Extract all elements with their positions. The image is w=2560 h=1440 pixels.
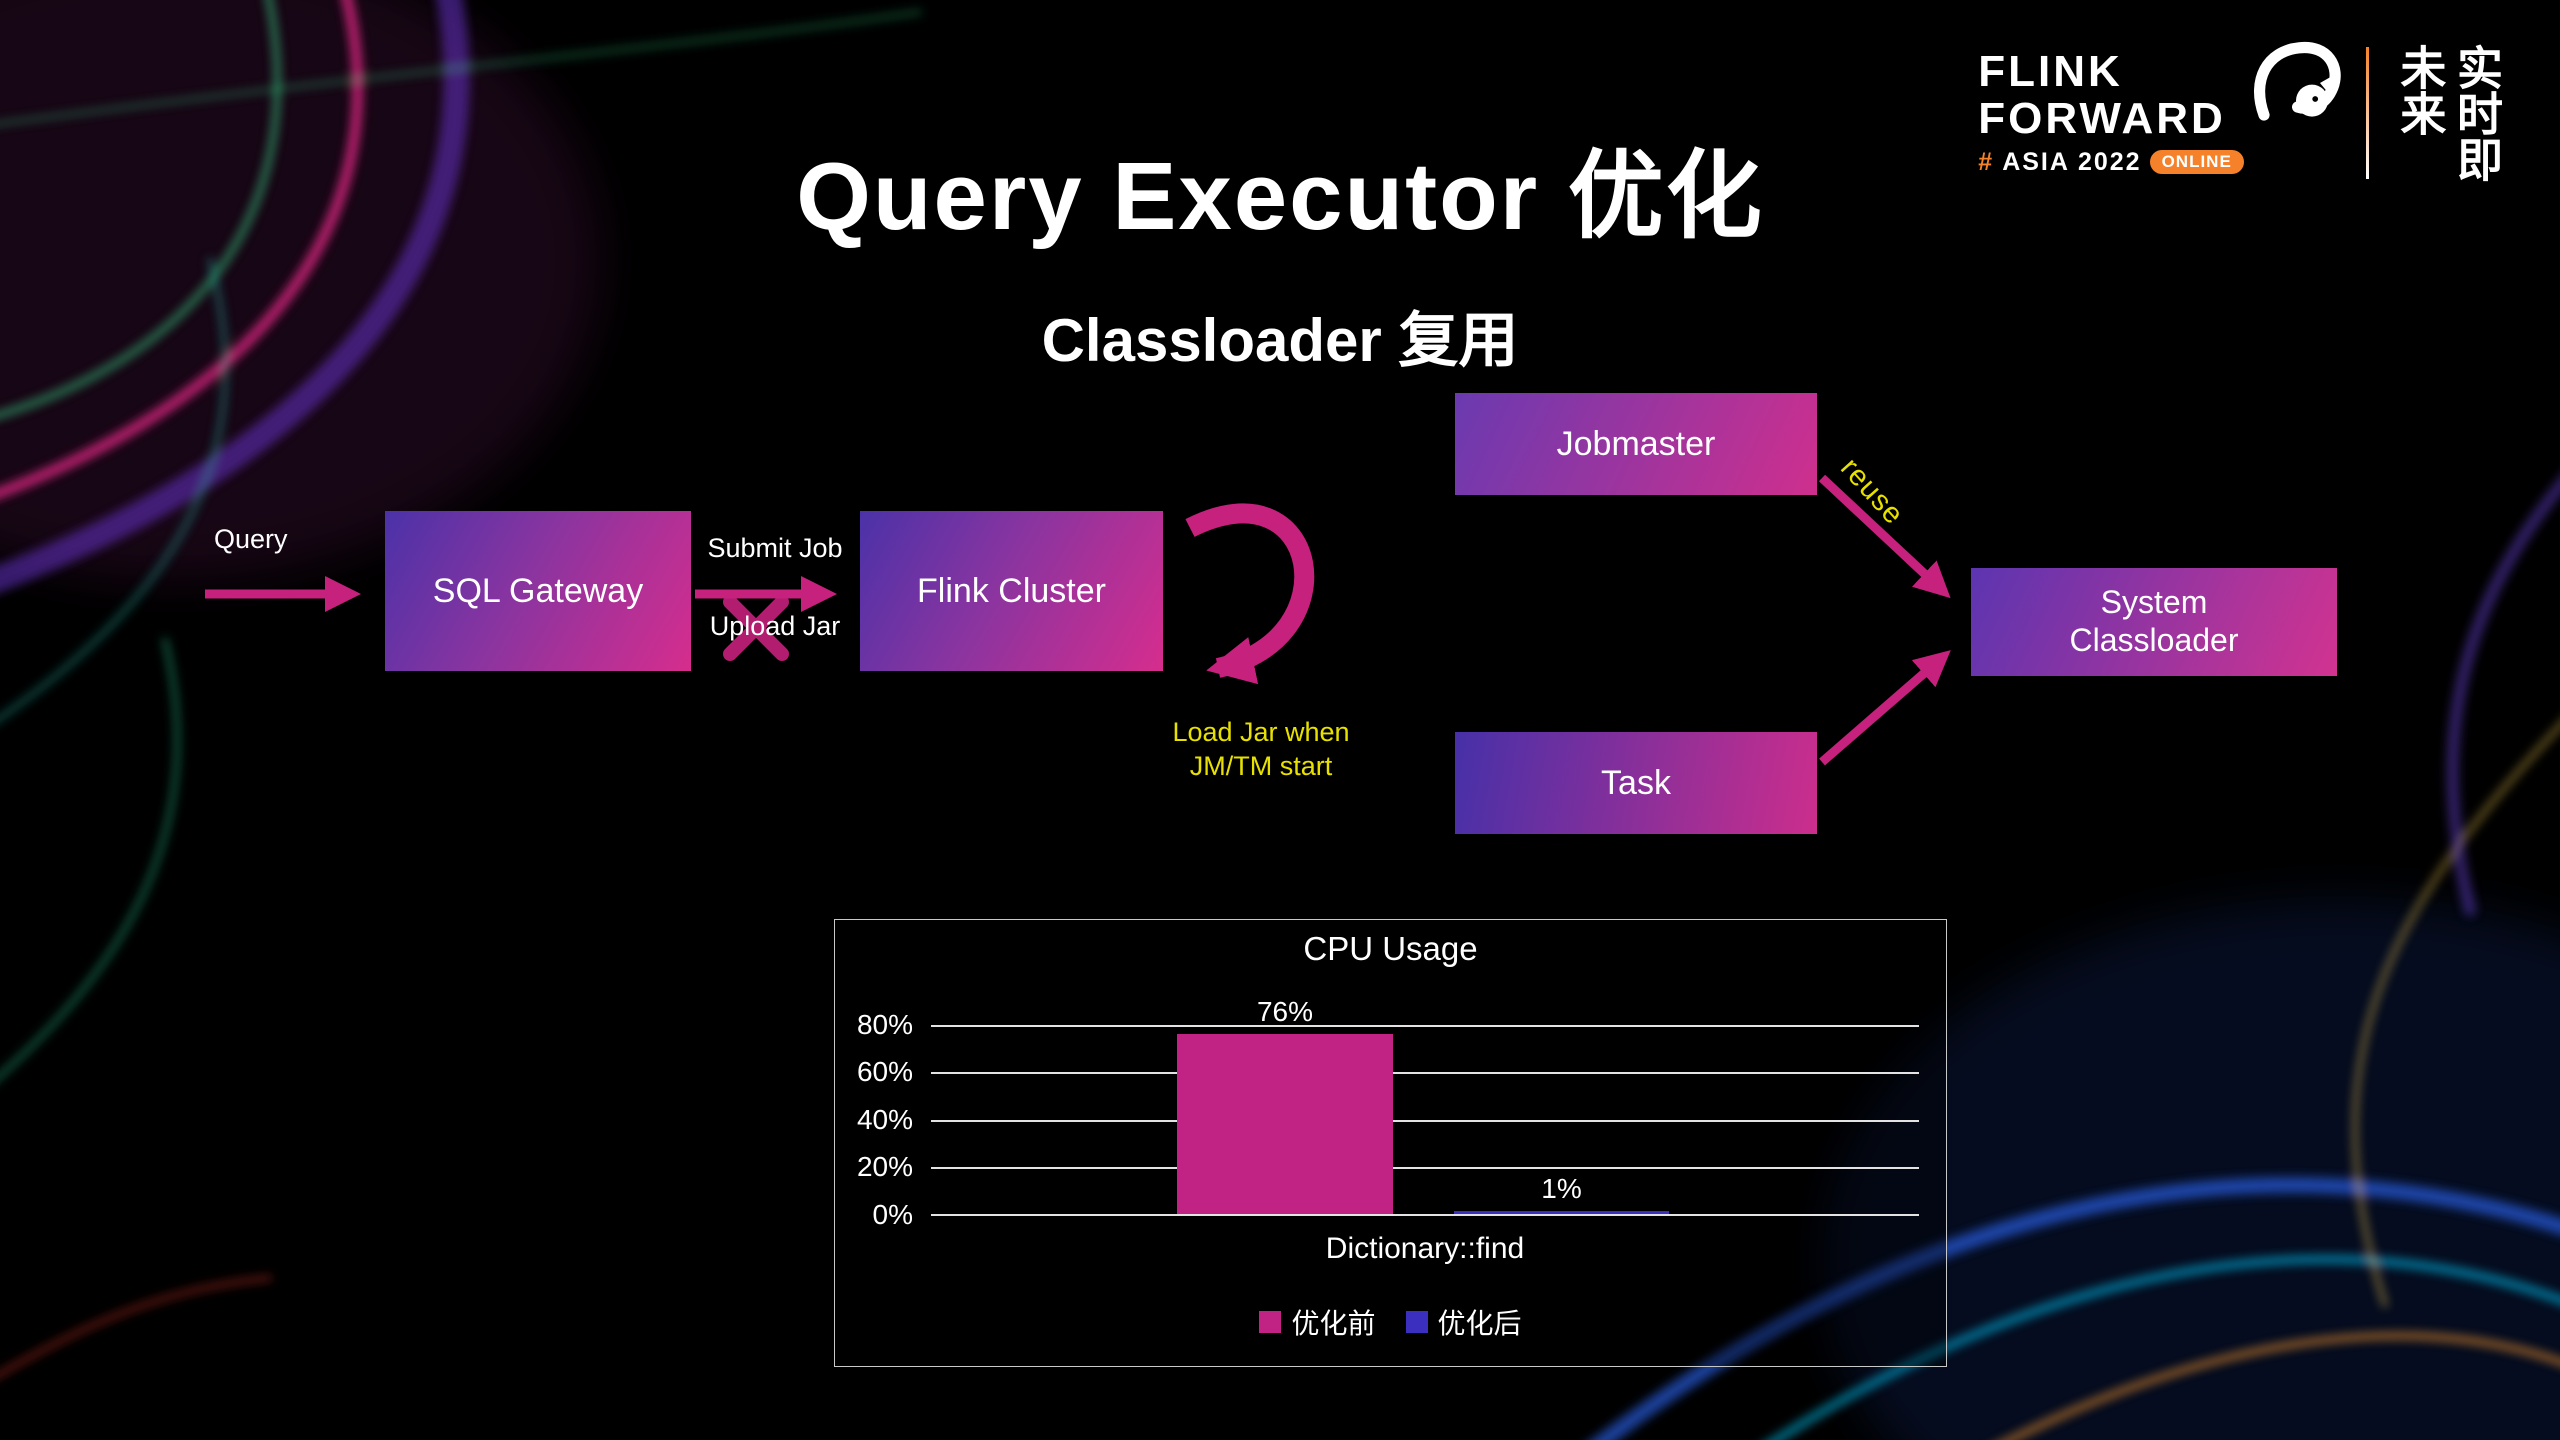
gridline-0	[931, 1214, 1919, 1216]
task-label: Task	[1601, 763, 1671, 802]
legend-label-after: 优化后	[1437, 1308, 1522, 1339]
load-jar-note: Load Jar when JM/TM start	[1100, 716, 1422, 784]
reuse-label: reuse	[1834, 452, 1910, 532]
submit-job-label: Submit Job	[707, 533, 843, 563]
load-jar-note-line1: Load Jar when	[1172, 717, 1350, 747]
sql-gateway-label: SQL Gateway	[432, 571, 644, 610]
flink-cluster-label: Flink Cluster	[917, 571, 1106, 610]
jobmaster-label: Jobmaster	[1556, 424, 1716, 463]
gridline-40	[931, 1120, 1919, 1122]
bar-cell-after: 1%	[1454, 1173, 1669, 1214]
brand-divider	[2365, 47, 2369, 179]
y-axis-tick-20: 20%	[856, 1151, 913, 1182]
system-classloader-box: System Classloader	[1971, 568, 2337, 676]
sql-gateway-box: SQL Gateway	[385, 511, 691, 671]
page-title: Query Executor 优化	[796, 143, 1764, 250]
y-axis-tick-80: 80%	[856, 1009, 913, 1040]
jobmaster-box: Jobmaster	[1455, 393, 1817, 495]
bar-after-optimization	[1454, 1211, 1669, 1214]
page-subtitle: Classloader 复用	[1041, 307, 1519, 374]
hash-mark: #	[1978, 147, 1995, 176]
x-category-label: Dictionary::find	[1325, 1232, 1525, 1265]
chart-title: CPU Usage	[1303, 930, 1478, 967]
reuse-arrow-task	[1819, 650, 1951, 766]
cpu-usage-chart: CPU Usage 80% 60% 40% 20% 0% 76% 1% Dict…	[834, 919, 1947, 1367]
legend-label-before: 优化前	[1291, 1308, 1376, 1339]
online-badge: ONLINE	[2149, 150, 2244, 175]
chart-legend: 优化前 优化后	[835, 1302, 1946, 1342]
forward-wordmark: FORWARD	[1978, 93, 2226, 143]
system-classloader-line1: System	[2100, 584, 2208, 621]
y-axis-tick-40: 40%	[856, 1104, 913, 1135]
brand-block: FLINK FORWARD # ASIA 2022 ONLINE 实时即 未来	[1978, 42, 2503, 182]
asia-2022-row: # ASIA 2022 ONLINE	[1978, 148, 2244, 177]
bar-before-optimization	[1177, 1033, 1393, 1214]
task-box: Task	[1455, 732, 1817, 834]
flink-cluster-box: Flink Cluster	[860, 511, 1163, 671]
asia-label: ASIA 2022	[2002, 147, 2142, 176]
flink-forward-logo: FLINK FORWARD # ASIA 2022 ONLINE	[1978, 42, 2341, 177]
tagline-column-left: 未来	[2394, 44, 2447, 136]
y-axis-tick-60: 60%	[856, 1056, 913, 1087]
legend-swatch-before	[1259, 1311, 1282, 1333]
legend-item-after: 优化后	[1405, 1302, 1522, 1342]
bar-value-before: 76%	[1256, 995, 1314, 1027]
gridline-60	[931, 1072, 1919, 1074]
y-axis-tick-0: 0%	[872, 1199, 913, 1230]
gridline-20	[931, 1167, 1919, 1169]
system-classloader-line2: Classloader	[2069, 622, 2239, 658]
legend-swatch-after	[1405, 1311, 1428, 1333]
upload-jar-label: Upload Jar	[709, 611, 841, 641]
bar-cell-before: 76%	[1177, 995, 1393, 1214]
legend-item-before: 优化前	[1259, 1302, 1376, 1342]
brand-tagline: 实时即 未来	[2394, 44, 2503, 182]
flink-squirrel-icon	[2253, 42, 2341, 121]
tagline-column-right: 实时即	[2451, 44, 2503, 182]
load-jar-loop-arrow-icon	[1185, 503, 1315, 685]
load-jar-note-line2: JM/TM start	[1189, 750, 1333, 781]
chart-plot: 76% 1%	[931, 996, 1919, 1216]
flink-wordmark: FLINK	[1978, 47, 2123, 97]
gridline-80	[931, 1025, 1919, 1027]
bar-value-after: 1%	[1541, 1173, 1582, 1204]
query-label: Query	[214, 524, 288, 554]
